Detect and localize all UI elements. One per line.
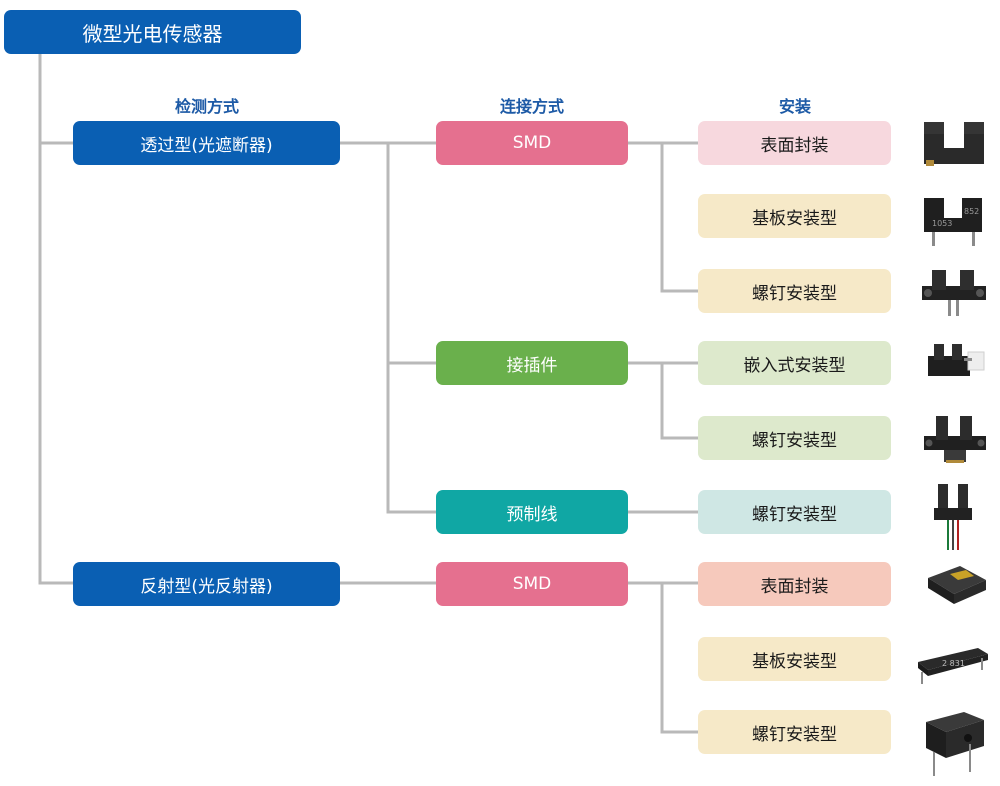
line-detect1-branch xyxy=(338,141,438,514)
sensor-image-2: 1053 852 xyxy=(924,194,982,246)
line-root-trunk xyxy=(38,52,75,585)
mounting-screw: 螺钉安装型 xyxy=(698,269,891,313)
sensor-image-3 xyxy=(922,270,986,316)
sensor-2-marking-b: 852 xyxy=(964,207,979,216)
mounting-surface: 表面封装 xyxy=(698,121,891,165)
sensor-8-marking: 2 831 xyxy=(942,659,965,668)
mounting-board: 基板安装型 xyxy=(698,194,891,238)
mounting-screw-connector: 螺钉安装型 xyxy=(698,416,891,460)
sensor-image-1 xyxy=(924,122,984,166)
sensor-image-4 xyxy=(928,344,985,376)
line-smd2-branch xyxy=(626,581,700,734)
header-connection: 连接方式 xyxy=(499,97,564,116)
sensor-image-5 xyxy=(924,416,986,463)
sensor-image-6 xyxy=(934,484,972,550)
mounting-screw-prewired: 螺钉安装型 xyxy=(698,490,891,534)
connection-smd: SMD xyxy=(436,121,628,165)
mounting-board-reflective: 基板安装型 xyxy=(698,637,891,681)
line-connector-branch xyxy=(626,361,700,440)
sensor-image-7 xyxy=(928,566,986,604)
header-mounting: 安装 xyxy=(778,97,811,116)
line-smd1-branch xyxy=(626,141,700,293)
connection-smd-reflective: SMD xyxy=(436,562,628,606)
connection-connector: 接插件 xyxy=(436,341,628,385)
header-detection: 检测方式 xyxy=(174,97,239,116)
mounting-embedded: 嵌入式安装型 xyxy=(698,341,891,385)
detection-reflective: 反射型(光反射器) xyxy=(73,562,340,606)
sensor-image-9 xyxy=(926,712,984,776)
sensor-image-8: 2 831 xyxy=(918,648,988,684)
connection-prewired: 预制线 xyxy=(436,490,628,534)
diagram-title: 微型光电传感器 xyxy=(4,10,301,54)
detection-transmissive: 透过型(光遮断器) xyxy=(73,121,340,165)
mounting-surface-reflective: 表面封装 xyxy=(698,562,891,606)
sensor-2-marking-a: 1053 xyxy=(932,219,952,228)
mounting-screw-reflective: 螺钉安装型 xyxy=(698,710,891,754)
